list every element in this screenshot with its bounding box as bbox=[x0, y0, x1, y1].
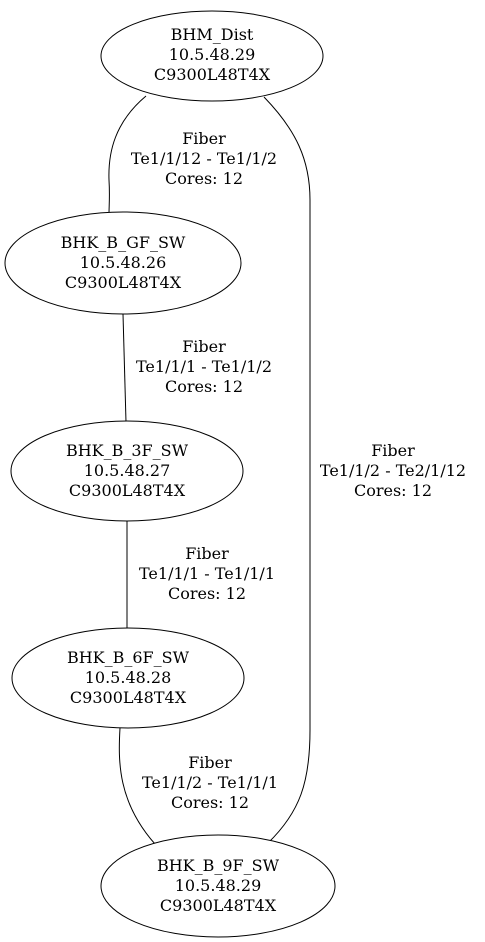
node-name: BHK_B_9F_SW bbox=[157, 856, 280, 875]
node-ip: 10.5.48.27 bbox=[84, 461, 171, 480]
node-bhk-b-3f-sw[interactable]: BHK_B_3F_SW 10.5.48.27 C9300L48T4X bbox=[10, 420, 244, 522]
edge-line bbox=[108, 95, 147, 215]
edge-cores-label: Cores: 12 bbox=[168, 584, 246, 603]
edge-3f-6f: Fiber Te1/1/1 - Te1/1/1 Cores: 12 bbox=[126, 520, 275, 628]
node-ellipse bbox=[4, 211, 242, 315]
node-model: C9300L48T4X bbox=[160, 896, 277, 915]
node-bhk-b-gf-sw[interactable]: BHK_B_GF_SW 10.5.48.26 C9300L48T4X bbox=[4, 211, 242, 315]
edge-cores-label: Cores: 12 bbox=[354, 481, 432, 500]
node-model: C9300L48T4X bbox=[69, 481, 186, 500]
edge-6f-9f: Fiber Te1/1/2 - Te1/1/1 Cores: 12 bbox=[118, 727, 278, 845]
node-ip: 10.5.48.29 bbox=[169, 45, 256, 64]
node-name: BHK_B_GF_SW bbox=[61, 233, 186, 252]
node-name: BHK_B_6F_SW bbox=[67, 648, 190, 667]
node-ip: 10.5.48.28 bbox=[85, 668, 172, 687]
node-ip: 10.5.48.29 bbox=[175, 876, 262, 895]
edge-line bbox=[118, 727, 156, 845]
edge-ports-label: Te1/1/1 - Te1/1/1 bbox=[139, 564, 275, 583]
node-ellipse bbox=[11, 627, 245, 729]
node-model: C9300L48T4X bbox=[65, 273, 182, 292]
edge-gf-3f: Fiber Te1/1/1 - Te1/1/2 Cores: 12 bbox=[122, 313, 272, 423]
edge-ports-label: Te1/1/2 - Te1/1/1 bbox=[142, 773, 278, 792]
node-bhm-dist[interactable]: BHM_Dist 10.5.48.29 C9300L48T4X bbox=[100, 10, 324, 102]
edge-ports-label: Te1/1/2 - Te2/1/12 bbox=[320, 461, 466, 480]
edge-cores-label: Cores: 12 bbox=[165, 169, 243, 188]
edge-ports-label: Te1/1/12 - Te1/1/2 bbox=[131, 149, 277, 168]
edge-media-label: Fiber bbox=[182, 337, 226, 356]
edge-line bbox=[263, 96, 311, 844]
node-model: C9300L48T4X bbox=[154, 65, 271, 84]
edge-media-label: Fiber bbox=[182, 129, 226, 148]
edge-cores-label: Cores: 12 bbox=[171, 793, 249, 812]
edge-media-label: Fiber bbox=[371, 441, 415, 460]
edge-line bbox=[122, 313, 127, 423]
edge-media-label: Fiber bbox=[185, 544, 229, 563]
node-ellipse bbox=[100, 10, 324, 102]
edge-media-label: Fiber bbox=[188, 753, 232, 772]
edge-ports-label: Te1/1/1 - Te1/1/2 bbox=[136, 357, 272, 376]
node-ellipse bbox=[100, 834, 336, 938]
node-ellipse bbox=[10, 420, 244, 522]
edge-cores-label: Cores: 12 bbox=[165, 377, 243, 396]
node-bhk-b-9f-sw[interactable]: BHK_B_9F_SW 10.5.48.29 C9300L48T4X bbox=[100, 834, 336, 938]
edge-dist-9f: Fiber Te1/1/2 - Te2/1/12 Cores: 12 bbox=[263, 96, 466, 844]
node-model: C9300L48T4X bbox=[70, 688, 187, 707]
node-bhk-b-6f-sw[interactable]: BHK_B_6F_SW 10.5.48.28 C9300L48T4X bbox=[11, 627, 245, 729]
node-name: BHK_B_3F_SW bbox=[66, 441, 189, 460]
node-name: BHM_Dist bbox=[171, 25, 254, 44]
edge-dist-gf: Fiber Te1/1/12 - Te1/1/2 Cores: 12 bbox=[108, 95, 277, 215]
node-ip: 10.5.48.26 bbox=[80, 253, 167, 272]
